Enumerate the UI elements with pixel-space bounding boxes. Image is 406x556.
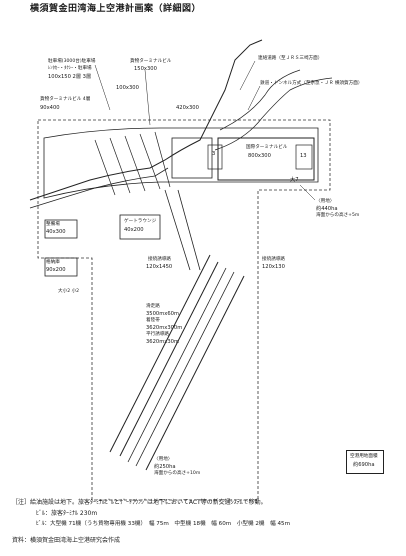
rail-line bbox=[214, 77, 333, 151]
label-dim-120x1450: 120x1450 bbox=[146, 264, 173, 270]
label-site-note: 〈用地〉 bbox=[316, 199, 335, 204]
label-runway-dim3: 3620mx30m bbox=[146, 339, 179, 345]
label-3: 3 bbox=[212, 151, 216, 157]
label-land-area: 約250ha bbox=[154, 464, 176, 470]
label-maintenance: 整備場 bbox=[46, 222, 60, 227]
label-dim-90x400: 90x400 bbox=[40, 105, 60, 111]
label-hangar: 格納庫 bbox=[46, 260, 60, 265]
label-parallel-taxi: 接続誘導路 bbox=[148, 257, 171, 262]
coastline-inner bbox=[29, 167, 169, 209]
ramp-line-2 bbox=[177, 189, 201, 271]
ramp-line-1 bbox=[164, 189, 191, 271]
airport-boundary bbox=[37, 119, 331, 501]
block-13 bbox=[295, 144, 313, 170]
label-dim-40x300: 40x300 bbox=[46, 229, 66, 235]
label-area-440: 約440ha bbox=[316, 206, 338, 212]
label-elevation: 海面からの高さ+5m bbox=[316, 213, 360, 218]
gate-line-1 bbox=[94, 139, 116, 196]
note-line-1: ［注］給油施設は地下。旅客ﾀｰﾐﾅﾙﾋﾞﾙとｹﾞｰﾄﾗｳﾝｼﾞは地下においてAC… bbox=[12, 499, 267, 506]
pointer-150x300 bbox=[144, 69, 151, 126]
note-line-3: ﾋﾞﾙ：大型機 71機（うち貨物専用機 33機） 幅 75m 中型機 18機 幅… bbox=[36, 521, 291, 527]
label-terminal-420: 420x300 bbox=[176, 105, 199, 111]
label-apron-7: 大7 bbox=[290, 177, 299, 183]
label-runway-dim1: 3500mx60m bbox=[146, 311, 179, 317]
gate-line-4 bbox=[139, 133, 161, 190]
pointer-site bbox=[299, 184, 316, 201]
runway-line-3 bbox=[127, 267, 227, 463]
block-3 bbox=[207, 144, 223, 170]
pointer-jr bbox=[247, 85, 261, 111]
label-apron-small: 大小2 小2 bbox=[58, 289, 80, 294]
label-cargo-terminal: 貨物ターミナルビル 4層 bbox=[40, 97, 91, 102]
label-taxiway: 平行誘導路 bbox=[146, 332, 169, 337]
label-runway-strip: 着陸帯 bbox=[146, 318, 160, 323]
gate-line-3 bbox=[124, 135, 146, 192]
label-total: 空港用地面積 bbox=[350, 454, 378, 459]
pointer-parking bbox=[94, 64, 111, 111]
source-line: 資料：横須賀金田湾海上空港研究会作成 bbox=[12, 537, 121, 544]
pointer-connect-road bbox=[239, 60, 256, 91]
hangar-box bbox=[44, 257, 78, 277]
label-dim-120x130: 120x130 bbox=[262, 264, 285, 270]
terminal-band bbox=[43, 127, 319, 199]
gate-line-5 bbox=[154, 131, 171, 188]
label-dim-100x150: 100x150 2層 3層 bbox=[48, 74, 92, 80]
label-connect-taxi: 接続誘導路 bbox=[262, 257, 285, 262]
label-gate-lounge: ゲートラウンジ bbox=[124, 219, 157, 224]
label-dim-800x300: 800x300 bbox=[248, 153, 271, 159]
label-bus-taxi: ﾚﾝﾀｶｰ・ﾀｸｼｰ・駐車場 bbox=[48, 66, 92, 71]
page-title: 横須賀金田湾海上空港計画案（詳細図） bbox=[30, 4, 202, 14]
international-terminal-box bbox=[217, 137, 315, 181]
label-parking: 駐車場(3000台)駐車場 bbox=[48, 59, 96, 64]
gate-line-2 bbox=[109, 137, 131, 194]
label-dim-40x200: 40x200 bbox=[124, 227, 144, 233]
label-connect-road: 連絡道路（至ＪＲＳ三崎方面） bbox=[258, 56, 323, 61]
terminal-420-box bbox=[171, 137, 213, 179]
coastline bbox=[29, 39, 263, 201]
label-cargo: 貨物ターミナルビル bbox=[130, 59, 172, 64]
label-dim-100x300: 100x300 bbox=[116, 85, 139, 91]
total-area-box: 空港用地面積 約690ha bbox=[346, 450, 384, 474]
label-land: 〈用地〉 bbox=[154, 457, 173, 462]
gate-lounge-box bbox=[119, 214, 161, 240]
label-dim-150x300: 150x300 bbox=[134, 66, 157, 72]
runway-line-2 bbox=[119, 261, 219, 457]
label-runway-dim2: 3620mx300m bbox=[146, 325, 183, 331]
label-runway: 滑走路 bbox=[146, 304, 160, 309]
label-13: 13 bbox=[300, 153, 307, 159]
runway-line-5 bbox=[145, 275, 245, 471]
maintenance-box bbox=[44, 219, 78, 239]
label-international-terminal: 国際ターミナルビル bbox=[246, 145, 288, 150]
note-line-2: ﾋﾞﾙ：旅客ﾀｰﾐﾅﾙ 230m bbox=[36, 510, 98, 517]
road-line bbox=[219, 69, 301, 131]
runway-line-1 bbox=[109, 254, 211, 453]
label-total-area: 約690ha bbox=[353, 462, 375, 468]
label-jr-line: 鉄道・トンネル方式（至京急・ＪＲ 横須賀方面） bbox=[260, 81, 363, 86]
label-dim-90x200: 90x200 bbox=[46, 267, 66, 273]
label-land-elev: 海面からの高さ+10m bbox=[154, 471, 201, 476]
runway-line-4 bbox=[135, 271, 235, 467]
